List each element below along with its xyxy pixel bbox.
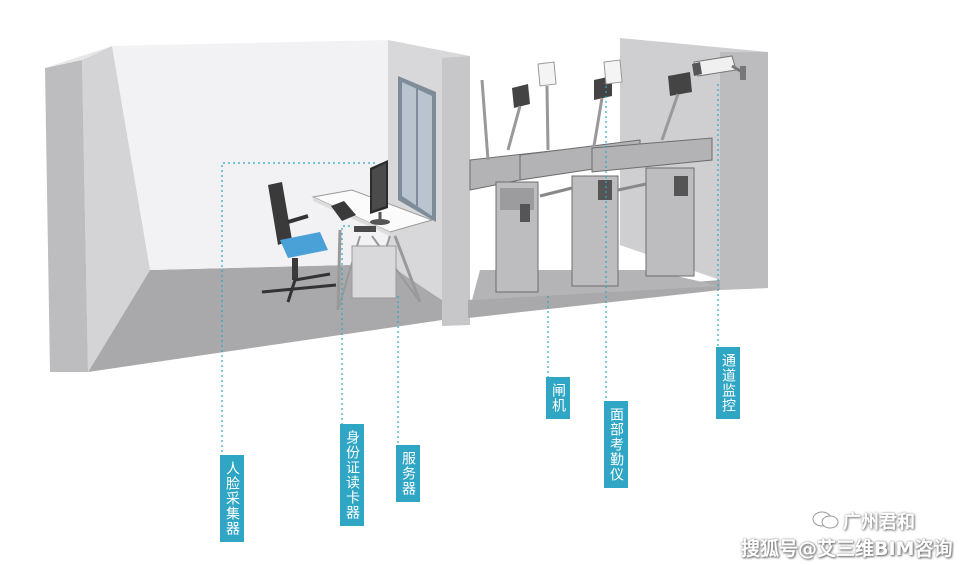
label-face-attendance: 面部考勤仪 <box>604 401 628 488</box>
office-chair <box>261 182 337 303</box>
label-passage-monitor: 通道监控 <box>716 347 740 419</box>
label-gate: 闸机 <box>546 377 570 419</box>
face-attendance-terminals <box>480 59 692 161</box>
server-tower <box>351 245 397 299</box>
monitor <box>370 160 390 225</box>
face-collector-device <box>354 226 376 232</box>
watermark-source: 搜狐号@艾三维BIM咨询 <box>741 538 953 560</box>
turnstile-gates <box>469 137 713 293</box>
label-id-card-reader: 身份证读卡器 <box>340 424 364 526</box>
label-server: 服务器 <box>396 445 420 502</box>
cctv-camera <box>692 55 746 80</box>
label-face-collector: 人脸采集器 <box>220 455 244 542</box>
wechat-logo-icon <box>812 511 839 529</box>
office-room <box>45 40 470 372</box>
callout-leaders <box>221 84 719 455</box>
watermark-account: 广州君和 <box>843 512 915 533</box>
id-card-reader-device <box>331 201 356 221</box>
